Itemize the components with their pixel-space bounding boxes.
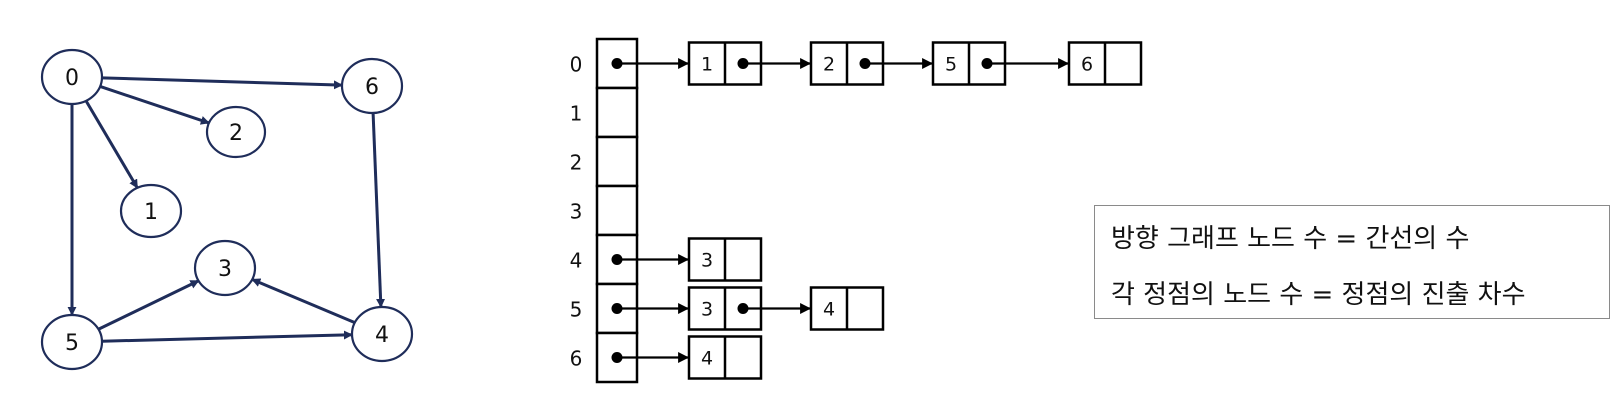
list-node-value: 6 — [1081, 54, 1093, 76]
list-node-4-3: 3 — [687, 237, 763, 282]
list-node-0-6: 6 — [1067, 41, 1143, 86]
adj-row-index: 1 — [570, 102, 583, 126]
adj-row-index: 6 — [570, 347, 583, 371]
adj-row-5: 5 3 4 — [570, 282, 885, 335]
edge-4-to-3 — [251, 278, 356, 324]
graph-node-3: 3 — [193, 239, 257, 297]
list-node-value: 4 — [823, 299, 835, 321]
list-node-6-4: 4 — [687, 335, 763, 380]
node-label: 6 — [365, 75, 379, 100]
list-node-value: 2 — [823, 54, 835, 76]
node-label: 1 — [144, 200, 158, 225]
head-cell — [595, 86, 639, 139]
list-node-value: 4 — [701, 348, 713, 370]
node-circle — [205, 105, 267, 159]
note-line-2: 각 정점의 노드 수 = 정점의 진출 차수 — [1111, 280, 1526, 310]
list-node-value: 5 — [945, 54, 957, 76]
graph-node-0: 0 — [40, 48, 104, 106]
adj-row-index: 0 — [570, 53, 583, 77]
edge-6-to-4 — [371, 112, 386, 308]
note-line-1: 방향 그래프 노드 수 = 간선의 수 — [1111, 224, 1470, 254]
adj-row-index: 3 — [570, 200, 583, 224]
adj-row-index: 5 — [570, 298, 583, 322]
edge-0-to-2 — [99, 85, 210, 125]
graph-node-1: 1 — [119, 183, 183, 239]
list-node-0-1: 1 — [687, 41, 812, 86]
edge-0-to-6 — [101, 76, 343, 90]
node-circle — [193, 239, 257, 297]
directed-graph: 0 6 2 1 3 5 4 — [40, 48, 414, 371]
edge-5-to-3 — [97, 279, 200, 331]
list-node-value: 1 — [701, 54, 713, 76]
node-circle — [119, 183, 183, 239]
node-label: 4 — [375, 323, 389, 348]
node-circle — [40, 48, 104, 106]
adj-row-index: 4 — [570, 249, 583, 273]
node-label: 2 — [229, 121, 243, 146]
edge-5-to-4 — [101, 330, 353, 343]
node-label: 5 — [65, 331, 79, 356]
node-circle — [350, 305, 414, 363]
list-node-0-2: 2 — [809, 41, 934, 86]
graph-node-5: 5 — [40, 313, 104, 371]
node-circle — [40, 313, 104, 371]
node-label: 0 — [65, 66, 79, 91]
list-node-5-4: 4 — [809, 286, 885, 331]
head-cell — [595, 135, 639, 188]
graph-node-4: 4 — [350, 305, 414, 363]
adj-row-2: 2 — [570, 135, 639, 188]
adj-row-0: 0 1 2 5 6 — [570, 37, 1143, 90]
head-cell — [595, 184, 639, 237]
list-node-value: 3 — [701, 299, 713, 321]
graph-node-2: 2 — [205, 105, 267, 159]
graph-node-6: 6 — [340, 57, 404, 115]
adj-row-1: 1 — [570, 86, 639, 139]
node-label: 3 — [218, 257, 232, 282]
note-box: 방향 그래프 노드 수 = 간선의 수 각 정점의 노드 수 = 정점의 진출 … — [1094, 205, 1610, 319]
list-node-0-5: 5 — [931, 41, 1070, 86]
node-circle — [340, 57, 404, 115]
list-node-value: 3 — [701, 250, 713, 272]
adj-row-3: 3 — [570, 184, 639, 237]
adj-row-index: 2 — [570, 151, 583, 175]
list-node-5-3: 3 — [687, 286, 812, 331]
edge-0-to-1 — [84, 100, 139, 189]
